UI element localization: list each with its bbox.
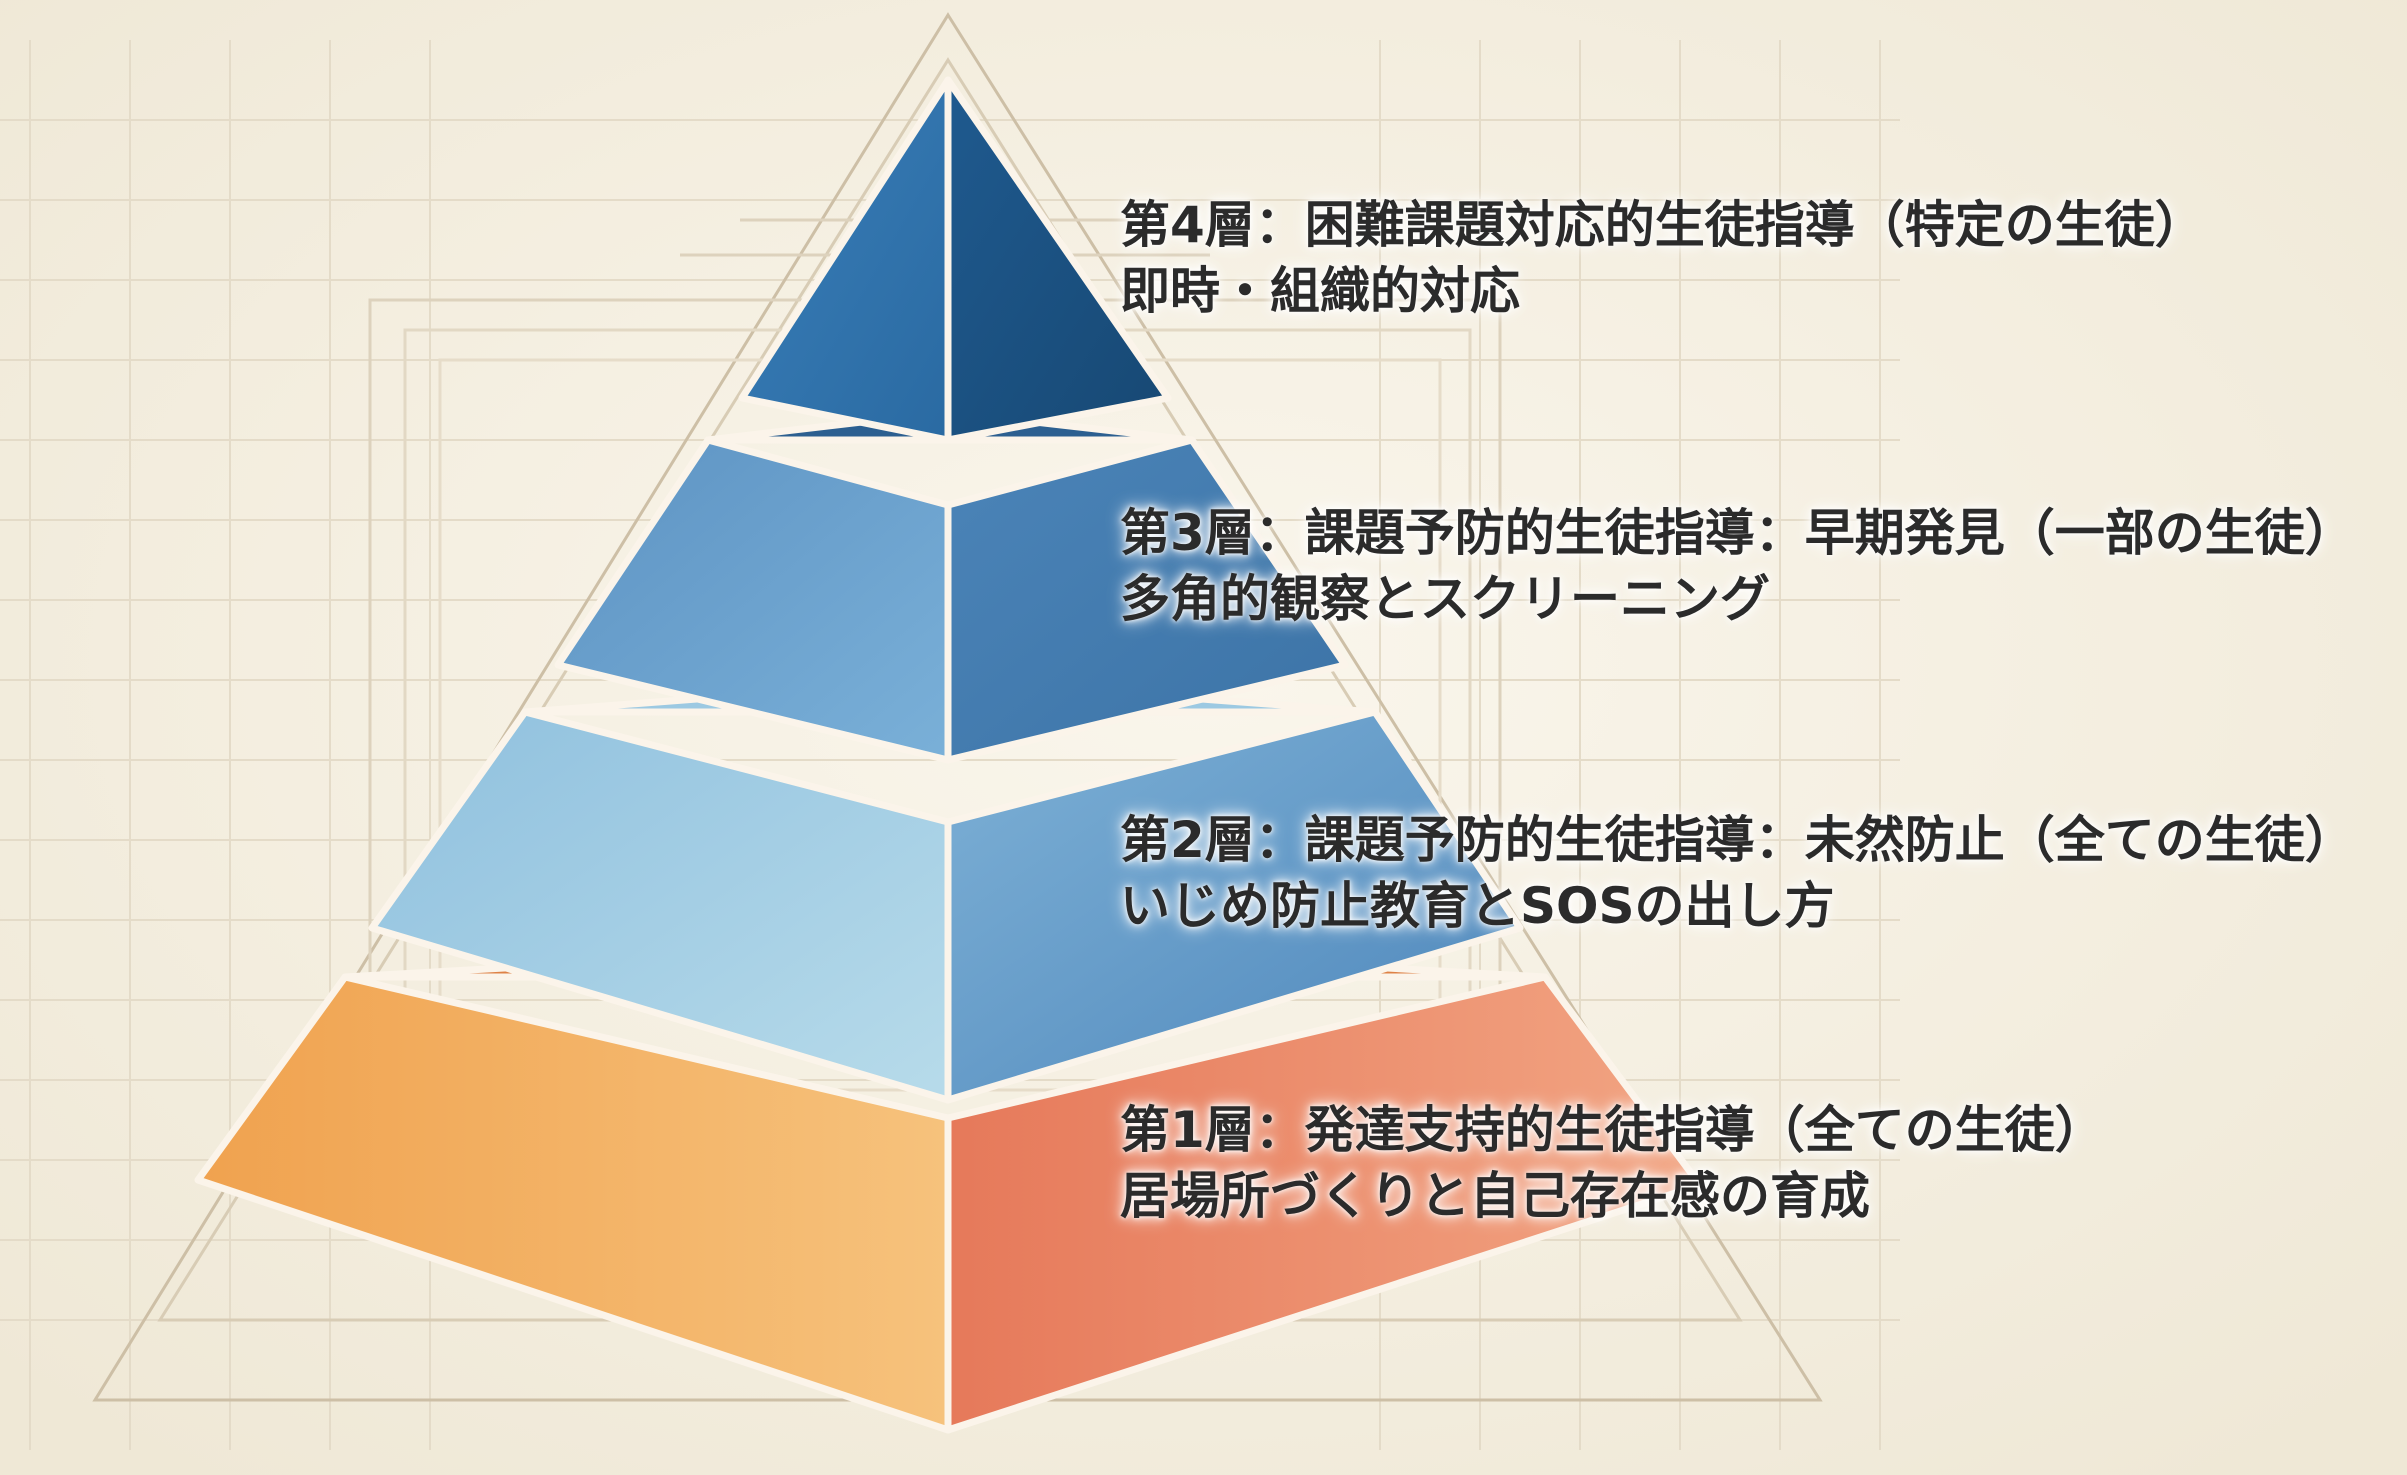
layer-2-title: 第2層：課題予防的生徒指導：未然防止（全ての生徒） bbox=[1120, 811, 2355, 869]
layer-1-label: 第1層：発達支持的生徒指導（全ての生徒） 居場所づくりと自己存在感の育成 bbox=[1120, 1097, 2105, 1229]
layer-2-subtitle: いじめ防止教育とSOSの出し方 bbox=[1120, 877, 1835, 935]
layer-1-subtitle: 居場所づくりと自己存在感の育成 bbox=[1120, 1167, 1870, 1225]
layer-1-title: 第1層：発達支持的生徒指導（全ての生徒） bbox=[1120, 1101, 2105, 1159]
layer-3-right-face bbox=[944, 436, 1349, 764]
layer-1-right-face bbox=[944, 973, 1704, 1434]
layer-2-label: 第2層：課題予防的生徒指導：未然防止（全ての生徒） いじめ防止教育とSOSの出し… bbox=[1120, 807, 2355, 939]
layer-4-title: 第4層：困難課題対応的生徒指導（特定の生徒） bbox=[1120, 196, 2205, 254]
layer-4-right-face bbox=[944, 76, 1172, 444]
layer-4-label: 第4層：困難課題対応的生徒指導（特定の生徒） 即時・組織的対応 bbox=[1120, 192, 2205, 324]
layer-4-block bbox=[738, 76, 1172, 444]
layer-3-label: 第3層：課題予防的生徒指導：早期発見（一部の生徒） 多角的観察とスクリーニング bbox=[1120, 500, 2355, 632]
layer-3-subtitle: 多角的観察とスクリーニング bbox=[1120, 570, 1770, 628]
layer-4-subtitle: 即時・組織的対応 bbox=[1120, 262, 1520, 320]
layer-2-right-face bbox=[944, 708, 1524, 1104]
layer-3-title: 第3層：課題予防的生徒指導：早期発見（一部の生徒） bbox=[1120, 504, 2355, 562]
